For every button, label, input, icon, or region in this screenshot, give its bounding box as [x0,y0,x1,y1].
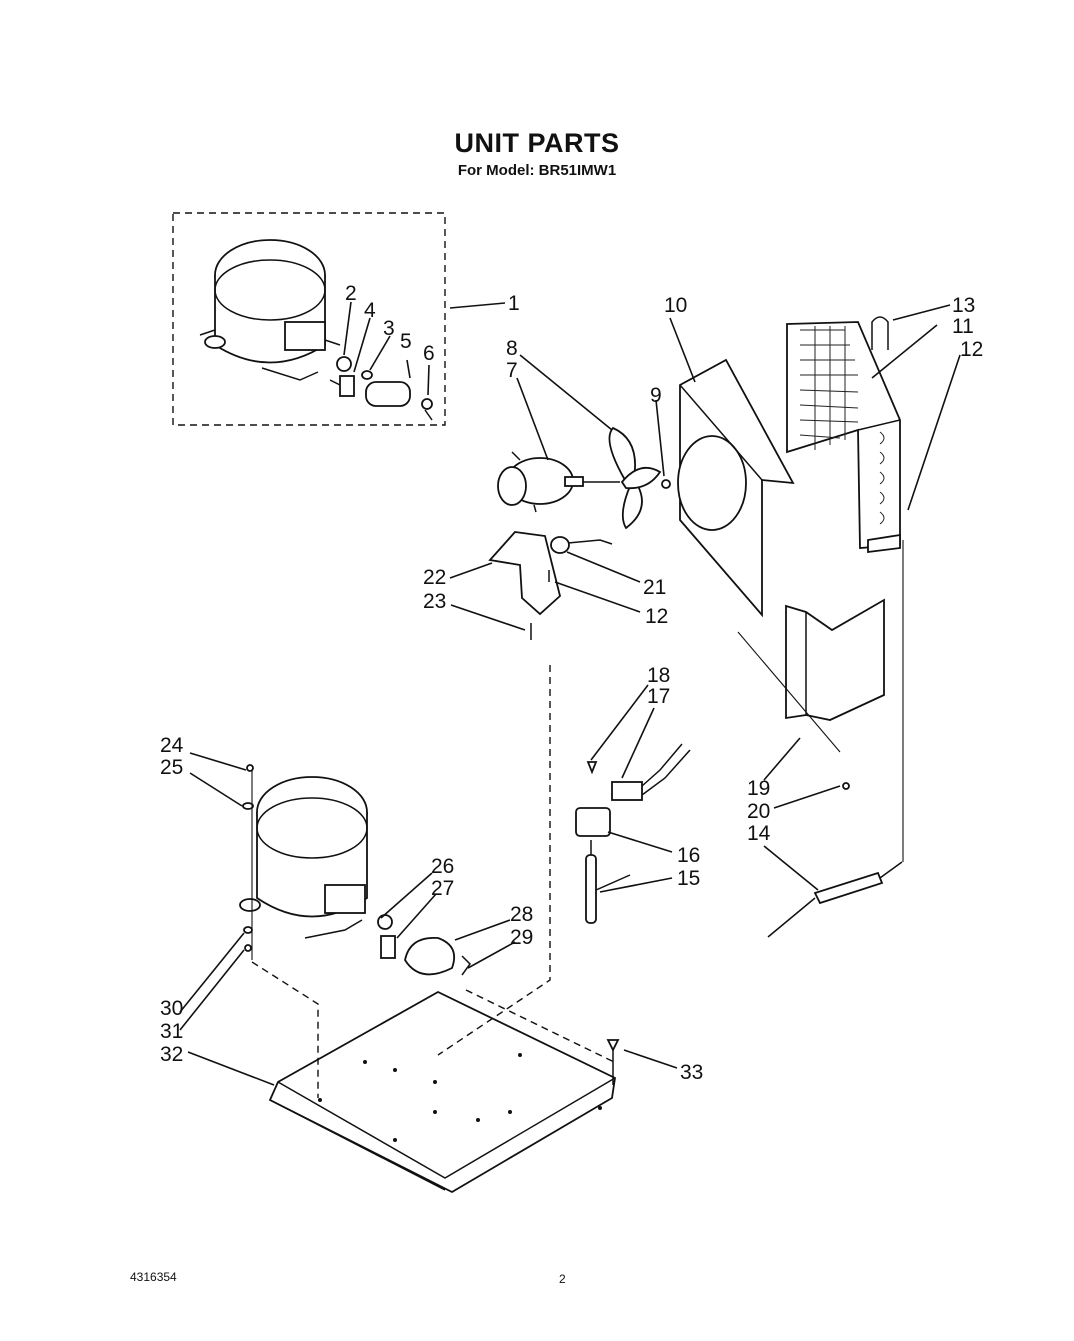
callout-4: 4 [364,299,376,322]
callout-8: 8 [506,337,518,360]
callout-7: 7 [506,359,518,382]
callout-18: 18 [647,664,670,687]
callout-1: 1 [508,292,520,315]
page-title: UNIT PARTS [454,128,620,158]
callout-3: 3 [383,317,395,340]
callout-labels: 1 2 4 3 5 6 10 8 7 9 13 11 12 22 21 23 1… [160,282,983,1084]
callout-27: 27 [431,877,454,900]
callout-25: 25 [160,756,183,779]
callout-12-coil: 12 [960,338,983,361]
callout-21: 21 [643,576,666,599]
fan-shroud [677,358,795,618]
callout-31: 31 [160,1020,183,1043]
callout-13: 13 [952,294,975,317]
fan-motor-assembly [488,426,671,640]
callout-26: 26 [431,855,454,878]
leader-lines [179,301,961,1086]
lower-compressor [239,764,471,976]
compressor-kit-box [172,212,446,426]
callout-22: 22 [423,566,446,589]
base-pan [251,665,620,1194]
callout-11: 11 [952,315,974,338]
callout-19: 19 [747,777,770,800]
drier [767,540,904,938]
callout-2: 2 [345,282,357,305]
callout-20: 20 [747,800,770,823]
callout-32: 32 [160,1043,183,1066]
callout-29: 29 [510,926,533,949]
callout-17: 17 [647,685,670,708]
callout-9: 9 [650,384,662,407]
callout-6: 6 [423,342,435,365]
callout-10: 10 [664,294,687,317]
callout-23: 23 [423,590,446,613]
callout-28: 28 [510,903,533,926]
callout-5: 5 [400,330,412,353]
model-subtitle: For Model: BR51IMW1 [457,162,617,179]
document-code: 4316354 [130,1270,177,1284]
condenser-baffle [737,598,885,790]
electrical-components [575,743,691,924]
callout-14: 14 [747,822,771,845]
page-number: 2 [559,1272,566,1286]
callout-30: 30 [160,997,183,1020]
callout-24: 24 [160,734,184,757]
callout-16: 16 [677,844,700,867]
callout-15: 15 [677,867,700,890]
callout-33: 33 [680,1061,703,1084]
callout-12-bracket: 12 [645,605,668,628]
condenser-coil [786,316,901,554]
